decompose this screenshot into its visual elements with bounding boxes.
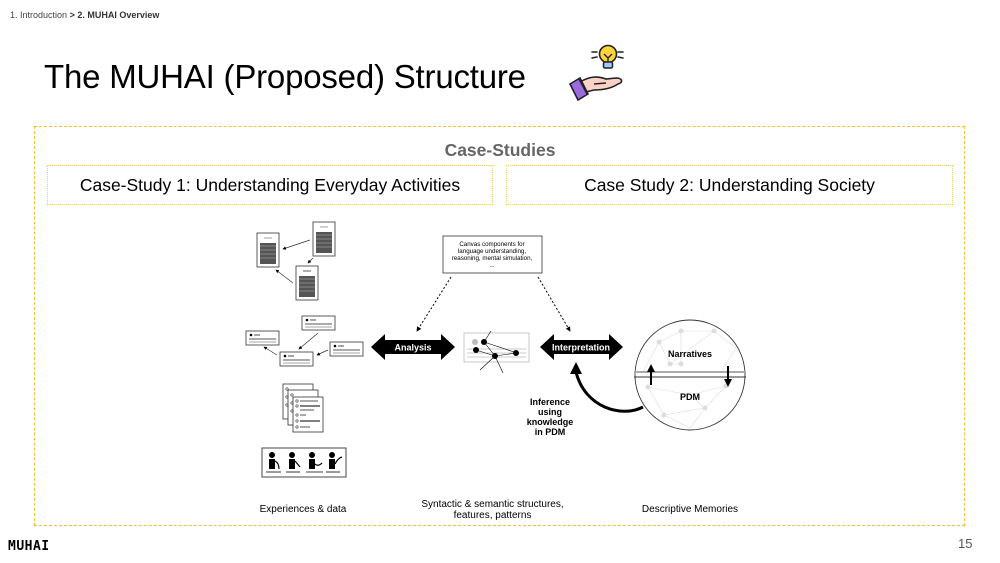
case-studies-container <box>34 126 965 526</box>
pdm-sphere-icon: Narratives PDM <box>634 319 746 431</box>
inference-curve-arrow <box>574 371 644 413</box>
canvas-line-4: ... <box>489 262 494 269</box>
cards-icon <box>245 315 364 367</box>
card-2 <box>301 315 336 331</box>
document-2 <box>312 221 336 257</box>
people-activities-icon <box>261 447 347 478</box>
page-number: 15 <box>958 536 973 551</box>
graph-structure-icon <box>463 330 530 374</box>
canvas-line-3: reasoning, mental simulation, <box>452 255 533 262</box>
case-studies-header: Case-Studies <box>444 140 556 160</box>
slide-title: The MUHAI (Proposed) Structure <box>44 58 526 95</box>
caption-structures-line-1: Syntactic & semantic structures, <box>421 499 564 510</box>
analysis-label: Analysis <box>394 343 431 353</box>
analysis-arrow: Analysis <box>371 334 455 360</box>
documents-icon <box>256 221 336 301</box>
card-3 <box>329 341 364 357</box>
caption-experiences: Experiences & data <box>259 504 347 515</box>
interpretation-arrow: Interpretation <box>540 334 623 360</box>
canvas-to-analysis-connector <box>416 276 452 332</box>
document-1 <box>256 232 280 268</box>
hand-lightbulb-icon <box>568 44 624 102</box>
document-3 <box>295 265 319 301</box>
canvas-components-box: Canvas components for language understan… <box>442 235 543 274</box>
svg-text:Inference: Inference <box>530 397 570 407</box>
card-4 <box>279 351 314 367</box>
svg-text:knowledge: knowledge <box>527 417 574 427</box>
case-study-1: Case-Study 1: Understanding Everyday Act… <box>47 165 493 205</box>
caption-structures-line-2: features, patterns <box>453 510 532 521</box>
svg-text:in PDM: in PDM <box>535 427 566 437</box>
interpretation-label: Interpretation <box>552 343 610 353</box>
narratives-label: Narratives <box>668 349 712 359</box>
pdm-label: PDM <box>680 392 700 402</box>
inference-label: Inference using knowledge in PDM <box>527 397 574 437</box>
canvas-line-1: Canvas components for <box>459 241 524 248</box>
caption-memories: Descriptive Memories <box>641 504 739 515</box>
checklists-icon <box>282 383 324 433</box>
breadcrumb-current: 2. MUHAI Overview <box>77 10 160 20</box>
breadcrumb-separator: > <box>69 10 75 20</box>
breadcrumb: 1. Introduction > 2. MUHAI Overview <box>10 10 159 20</box>
breadcrumb-parent[interactable]: 1. Introduction <box>10 10 68 20</box>
caption-structures: Syntactic & semantic structures, feature… <box>400 499 585 521</box>
canvas-to-interpretation-connector <box>537 276 571 332</box>
canvas-line-2: language understanding, <box>458 248 526 255</box>
case-study-2: Case Study 2: Understanding Society <box>506 165 953 205</box>
muhai-logo: MUHAI <box>8 539 50 554</box>
svg-text:using: using <box>538 407 562 417</box>
card-1 <box>245 330 280 346</box>
